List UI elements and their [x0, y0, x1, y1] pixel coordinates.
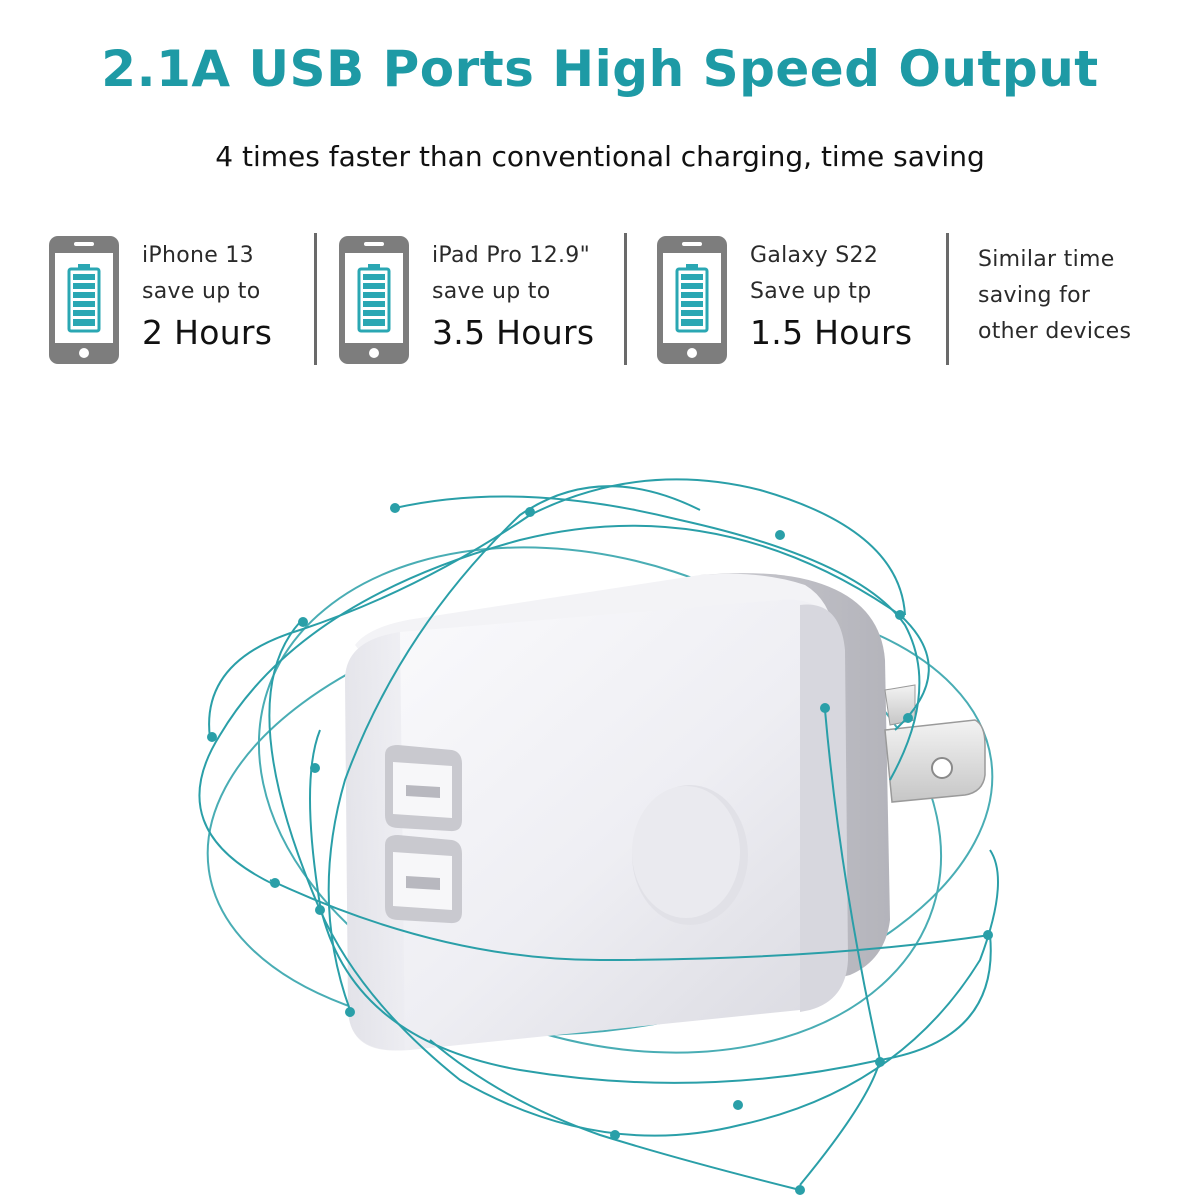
time-saved: 1.5 Hours	[750, 313, 913, 352]
plug-prongs	[884, 684, 986, 803]
charger-illustration	[198, 478, 999, 1195]
divider	[314, 233, 317, 365]
usb-port	[385, 835, 462, 924]
device-name: iPad Pro 12.9"	[432, 243, 591, 268]
save-label: Save up tp	[750, 279, 872, 304]
device-name: Galaxy S22	[750, 243, 879, 268]
other-line-1: Similar time	[978, 247, 1115, 272]
orbit-dots	[207, 503, 993, 1195]
other-line-3: other devices	[978, 319, 1132, 344]
feature-iphone: iPhone 13 save up to 2 Hours	[48, 230, 308, 370]
device-name: iPhone 13	[142, 243, 254, 268]
phone-battery-icon	[339, 236, 409, 364]
other-line-2: saving for	[978, 283, 1091, 308]
other-devices-note: Similar time saving for other devices	[978, 242, 1131, 350]
save-label: save up to	[432, 279, 551, 304]
time-saved: 3.5 Hours	[432, 313, 595, 352]
save-label: save up to	[142, 279, 261, 304]
usb-charger	[345, 573, 986, 1051]
divider	[946, 233, 949, 365]
feature-text: iPad Pro 12.9" save up to 3.5 Hours	[432, 238, 594, 356]
phone-battery-icon	[657, 236, 727, 364]
headline: 2.1A USB Ports High Speed Output	[101, 40, 1099, 98]
orbit-lines	[198, 478, 999, 1191]
usb-port	[385, 745, 462, 832]
time-saved: 2 Hours	[142, 313, 273, 352]
feature-ipad: iPad Pro 12.9" save up to 3.5 Hours	[338, 230, 618, 370]
feature-galaxy: Galaxy S22 Save up tp 1.5 Hours	[656, 230, 936, 370]
subheadline: 4 times faster than conventional chargin…	[215, 140, 985, 173]
feature-strip: iPhone 13 save up to 2 Hours iPad Pro 12…	[0, 230, 1200, 370]
feature-text: Galaxy S22 Save up tp 1.5 Hours	[750, 238, 912, 356]
phone-battery-icon	[49, 236, 119, 364]
divider	[624, 233, 627, 365]
feature-text: iPhone 13 save up to 2 Hours	[142, 238, 272, 356]
